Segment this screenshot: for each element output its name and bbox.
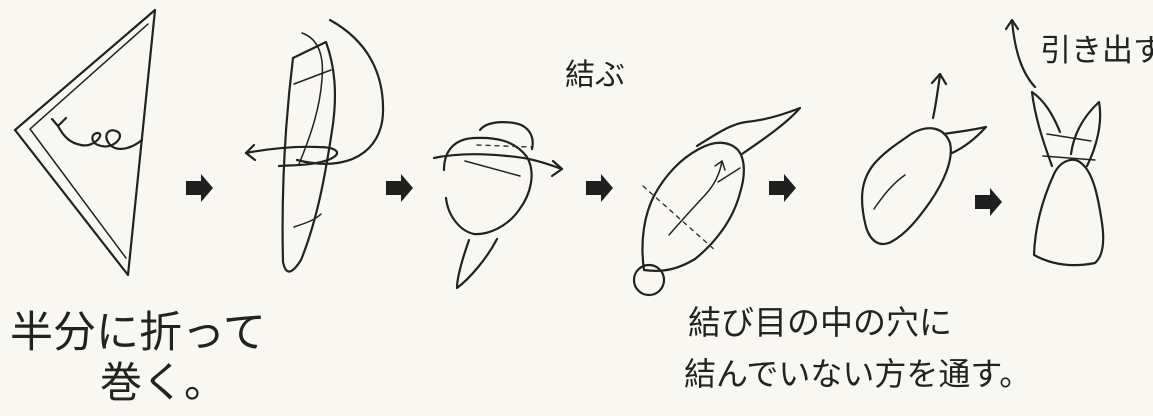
knot-body	[641, 141, 745, 272]
knot-loop	[860, 127, 952, 246]
threading-arrow	[668, 160, 723, 236]
arrow-5	[975, 188, 1002, 216]
through-hole-label-line2: 結んでいない方を通す。	[684, 355, 1031, 393]
through-hole-label-line1: 結び目の中の穴に	[688, 303, 952, 342]
step-arrow-1-icon	[186, 174, 213, 202]
wrap-arrow-head	[550, 159, 564, 178]
inner-fold	[298, 32, 324, 165]
arrow-1	[186, 174, 213, 202]
step-5-tied-knot	[860, 72, 988, 246]
step-6-finished	[1004, 18, 1105, 267]
dashed-guide	[642, 185, 717, 252]
step-arrow-4-icon	[769, 174, 796, 202]
top-crease	[293, 69, 332, 85]
wrap-line	[717, 167, 741, 183]
step-arrow-3-icon	[586, 174, 613, 202]
tail	[942, 125, 988, 155]
circled-end	[632, 263, 666, 297]
step-3-wrap	[432, 121, 564, 290]
step-arrow-2-icon	[386, 174, 413, 202]
cone-cap	[478, 121, 534, 151]
curved-flap	[295, 18, 385, 165]
pull-arrow	[1010, 19, 1037, 89]
step-arrow-5-icon	[975, 188, 1002, 216]
inner-crease	[873, 174, 906, 210]
step-1-triangle-fold	[13, 8, 157, 277]
horn	[695, 106, 802, 156]
inner-fold-line	[29, 23, 149, 259]
dashed-guide	[476, 144, 532, 148]
wrap-arrow	[244, 145, 339, 168]
knot-bottom	[1042, 155, 1096, 161]
arrow-4	[769, 174, 796, 202]
wrap-arrow	[432, 153, 564, 171]
left-ear	[1030, 90, 1062, 168]
step-4-knot	[632, 106, 802, 297]
step-2-roll	[244, 18, 385, 273]
tie-label: 結ぶ	[565, 58, 625, 93]
cone-top	[442, 136, 533, 236]
arrow-2	[386, 174, 413, 202]
fold-half-label: 半分に折って	[10, 308, 266, 358]
body	[1032, 158, 1105, 267]
knot-top	[1046, 133, 1092, 142]
fold-line	[464, 160, 521, 177]
roll-body	[281, 40, 337, 273]
cone-tip	[455, 237, 499, 290]
pull-arrow-head	[1004, 18, 1020, 31]
right-ear	[1069, 100, 1102, 168]
lower-crease	[293, 213, 322, 228]
lift-arrow	[931, 73, 942, 120]
wrap-arrow-head	[244, 143, 257, 162]
roll-label: 巻く。	[100, 358, 226, 407]
arrow-3	[586, 174, 613, 202]
roll-arrow-head	[50, 116, 68, 128]
roll-curl-arrow	[56, 124, 144, 150]
lift-arrow-head	[930, 72, 948, 86]
pull-out-label: 引き出す	[1040, 33, 1153, 69]
threading-arrow-head	[714, 160, 726, 171]
outer-triangle	[13, 8, 157, 277]
